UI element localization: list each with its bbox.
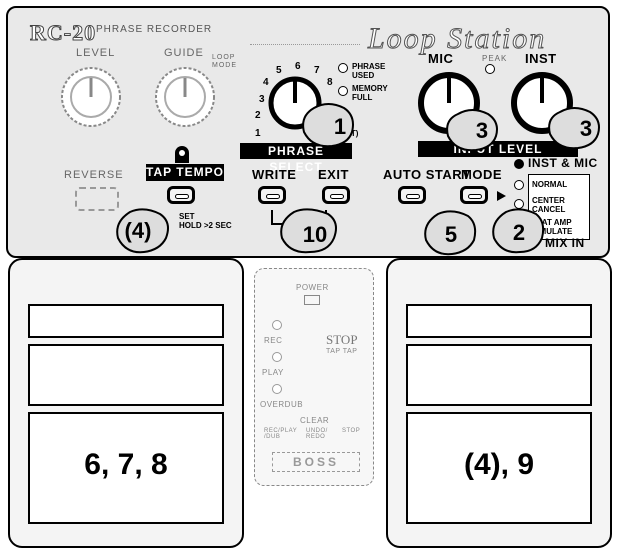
hand-pointer-icon [492,208,545,254]
stop-sub-label: TAP TAP [326,348,358,355]
left-pedal-panel [28,344,224,406]
center-cancel-label: CENTER CANCEL [532,196,566,214]
reverse-label: REVERSE [64,169,124,181]
hand-pointer-icon [280,208,337,254]
tap-tempo-led-icon [175,146,189,163]
level-knob[interactable] [56,62,126,132]
right-pedal-label-area [406,412,592,524]
hand-pointer-icon [446,109,498,152]
hand-pointer-icon [424,210,477,256]
brand-name: Loop Station [367,22,547,56]
normal-led [514,180,524,190]
auto-start-label: AUTO START [383,167,471,182]
phrase-num-4: 4 [263,77,269,88]
left-pedal-window [28,304,224,338]
right-pedal-steps: (4), 9 [463,448,535,481]
mic-label: MIC [428,51,454,66]
inst-mic-label: INST & MIC [528,156,598,170]
mode-label: MODE [461,167,502,182]
right-pedal-panel [406,344,592,406]
guide-knob[interactable] [150,62,220,132]
phrase-num-1: 1 [255,128,261,139]
power-label: POWER [296,283,329,292]
play-label: PLAY [262,368,284,377]
phrase-num-5: 5 [276,65,282,76]
mode-arrow-icon [497,191,506,201]
power-indicator [304,295,320,305]
write-button[interactable] [258,186,286,204]
overdub-label: OVERDUB [260,400,304,409]
write-label: WRITE [252,167,297,182]
left-pedal-label-area [28,412,224,524]
auto-start-button[interactable] [398,186,426,204]
guide-note: LOOP MODE [212,54,237,69]
model-subtitle: PHRASE RECORDER [96,24,213,35]
phrase-num-8: 8 [327,77,333,88]
rec-label: REC [264,336,283,345]
center-row-rec: REC/PLAY /DUB [264,428,298,440]
exit-label: EXIT [318,167,349,182]
phrase-used-label: PHRASE USED [352,62,386,80]
exit-button[interactable] [322,186,350,204]
fine-print-line [250,44,360,45]
step-callout-write: 10 [302,222,328,247]
inst-label: INST [525,51,557,66]
left-pedal-steps: 6, 7, 8 [84,448,168,481]
tap-tempo-button[interactable] [167,186,195,204]
level-label: LEVEL [76,47,116,59]
center-row-stop: STOP [342,428,361,434]
model-name: RC-20 [29,20,97,46]
clear-label: CLEAR [300,416,330,425]
peak-led [485,64,495,74]
set-hold-label: SET HOLD >2 SEC [179,212,232,230]
right-pedal-window [406,304,592,338]
phrase-num-6: 6 [295,61,301,72]
mix-in-label: MIX IN [545,236,585,250]
step-callout-tap-tempo: (4) [124,218,152,243]
hand-pointer-icon [548,107,600,150]
normal-label: NORMAL [532,180,568,189]
step-callout-auto-start: 5 [444,222,458,247]
rec-led [272,320,282,330]
phrase-used-led [338,63,348,73]
reverse-button[interactable] [75,187,119,211]
guide-label: GUIDE [164,47,204,59]
mode-button[interactable] [460,186,488,204]
hand-pointer-icon [302,103,354,148]
stop-label: STOP [326,332,358,347]
memory-full-label: MEMORY FULL [352,84,388,102]
peak-label: PEAK [482,54,508,63]
inst-mic-led [514,159,524,169]
phrase-num-3: 3 [259,94,265,105]
tap-tempo-label: TAP TEMPO [146,164,224,181]
memory-full-led [338,86,348,96]
step-callout-mic: 3 [475,118,489,143]
step-callout-inst: 3 [579,116,593,141]
boss-logo: BOSS [272,452,360,472]
overdub-led [272,384,282,394]
hand-pointer-icon [116,208,169,254]
step-callout-phrase: 1 [333,114,347,139]
play-led [272,352,282,362]
step-callout-mode: 2 [512,220,526,245]
center-row-undo: UNDO/ REDO [306,428,328,440]
phrase-num-2: 2 [255,110,261,121]
phrase-num-7: 7 [314,65,320,76]
